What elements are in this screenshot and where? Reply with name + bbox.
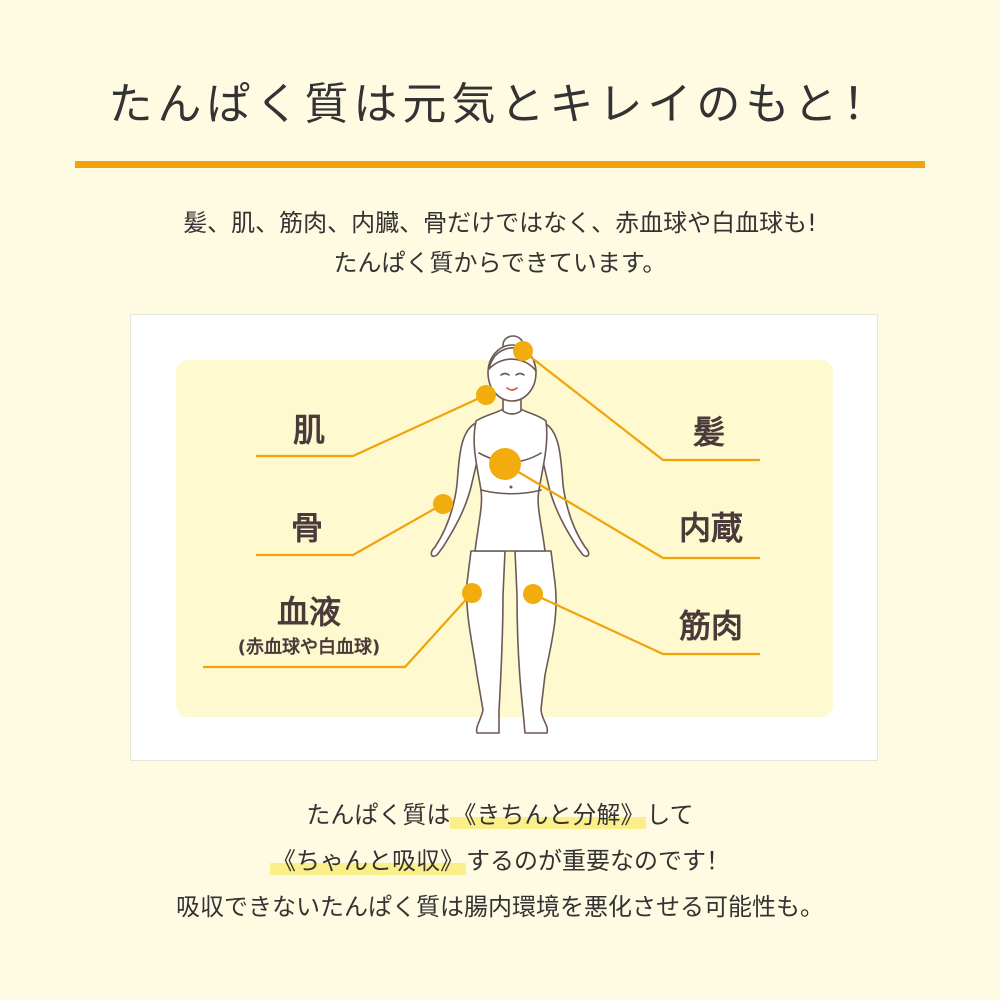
label-blood-sub: (赤血球や白血球) [238, 636, 380, 658]
intro-line-1: 髪、肌、筋肉、内臓、骨だけではなく、赤血球や白血球も! [183, 209, 817, 237]
label-muscle: 筋肉 [679, 607, 743, 645]
bone-leader-line [256, 503, 444, 557]
skin-marker [476, 385, 496, 405]
bottom-line-3: 吸収できないたんぱく質は腸内環境を悪化させる可能性も。 [176, 893, 824, 921]
muscle-leader-line [532, 593, 760, 656]
bottom-line-1-pre: たんぱく質は [306, 801, 451, 829]
label-blood: 血液 [277, 593, 341, 631]
bottom-line-1: たんぱく質は《きちんと分解》して [0, 792, 1000, 838]
hair-leader-line [522, 350, 760, 462]
bone-marker [433, 494, 453, 514]
intro-text: 髪、肌、筋肉、内臓、骨だけではなく、赤血球や白血球も! たんぱく質からできていま… [0, 203, 1000, 283]
leader-lines [203, 350, 760, 669]
markers [433, 341, 543, 604]
intro-line-2: たんぱく質からできています。 [333, 249, 667, 277]
body-diagram-svg: 肌 骨 血液 (赤血球や白血球) 髪 内蔵 筋肉 [176, 335, 833, 734]
label-organs: 内蔵 [679, 509, 743, 547]
label-skin: 肌 [293, 411, 325, 449]
body-diagram: 肌 骨 血液 (赤血球や白血球) 髪 内蔵 筋肉 [130, 314, 878, 761]
highlight-absorb: 《ちゃんと吸収》 [270, 847, 466, 875]
bottom-text: たんぱく質は《きちんと分解》して 《ちゃんと吸収》するのが重要なのです！ 吸収で… [0, 792, 1000, 930]
organs-leader-line [504, 463, 760, 560]
bottom-line-2-post: するのが重要なのです！ [466, 847, 730, 875]
blood-leader-line [203, 592, 473, 669]
organs-marker [489, 448, 521, 480]
muscle-marker [523, 584, 543, 604]
highlight-decompose: 《きちんと分解》 [450, 801, 647, 829]
label-bone: 骨 [291, 509, 323, 547]
hair-marker [513, 341, 533, 361]
blood-marker [462, 583, 482, 603]
label-hair: 髪 [693, 413, 725, 451]
skin-leader-line [256, 394, 487, 458]
page-title: たんぱく質は元気とキレイのもと！ [108, 79, 892, 130]
title-underline [75, 161, 925, 168]
bottom-line-2: 《ちゃんと吸収》するのが重要なのです！ [0, 838, 1000, 884]
bottom-line-1-post: して [646, 801, 694, 829]
